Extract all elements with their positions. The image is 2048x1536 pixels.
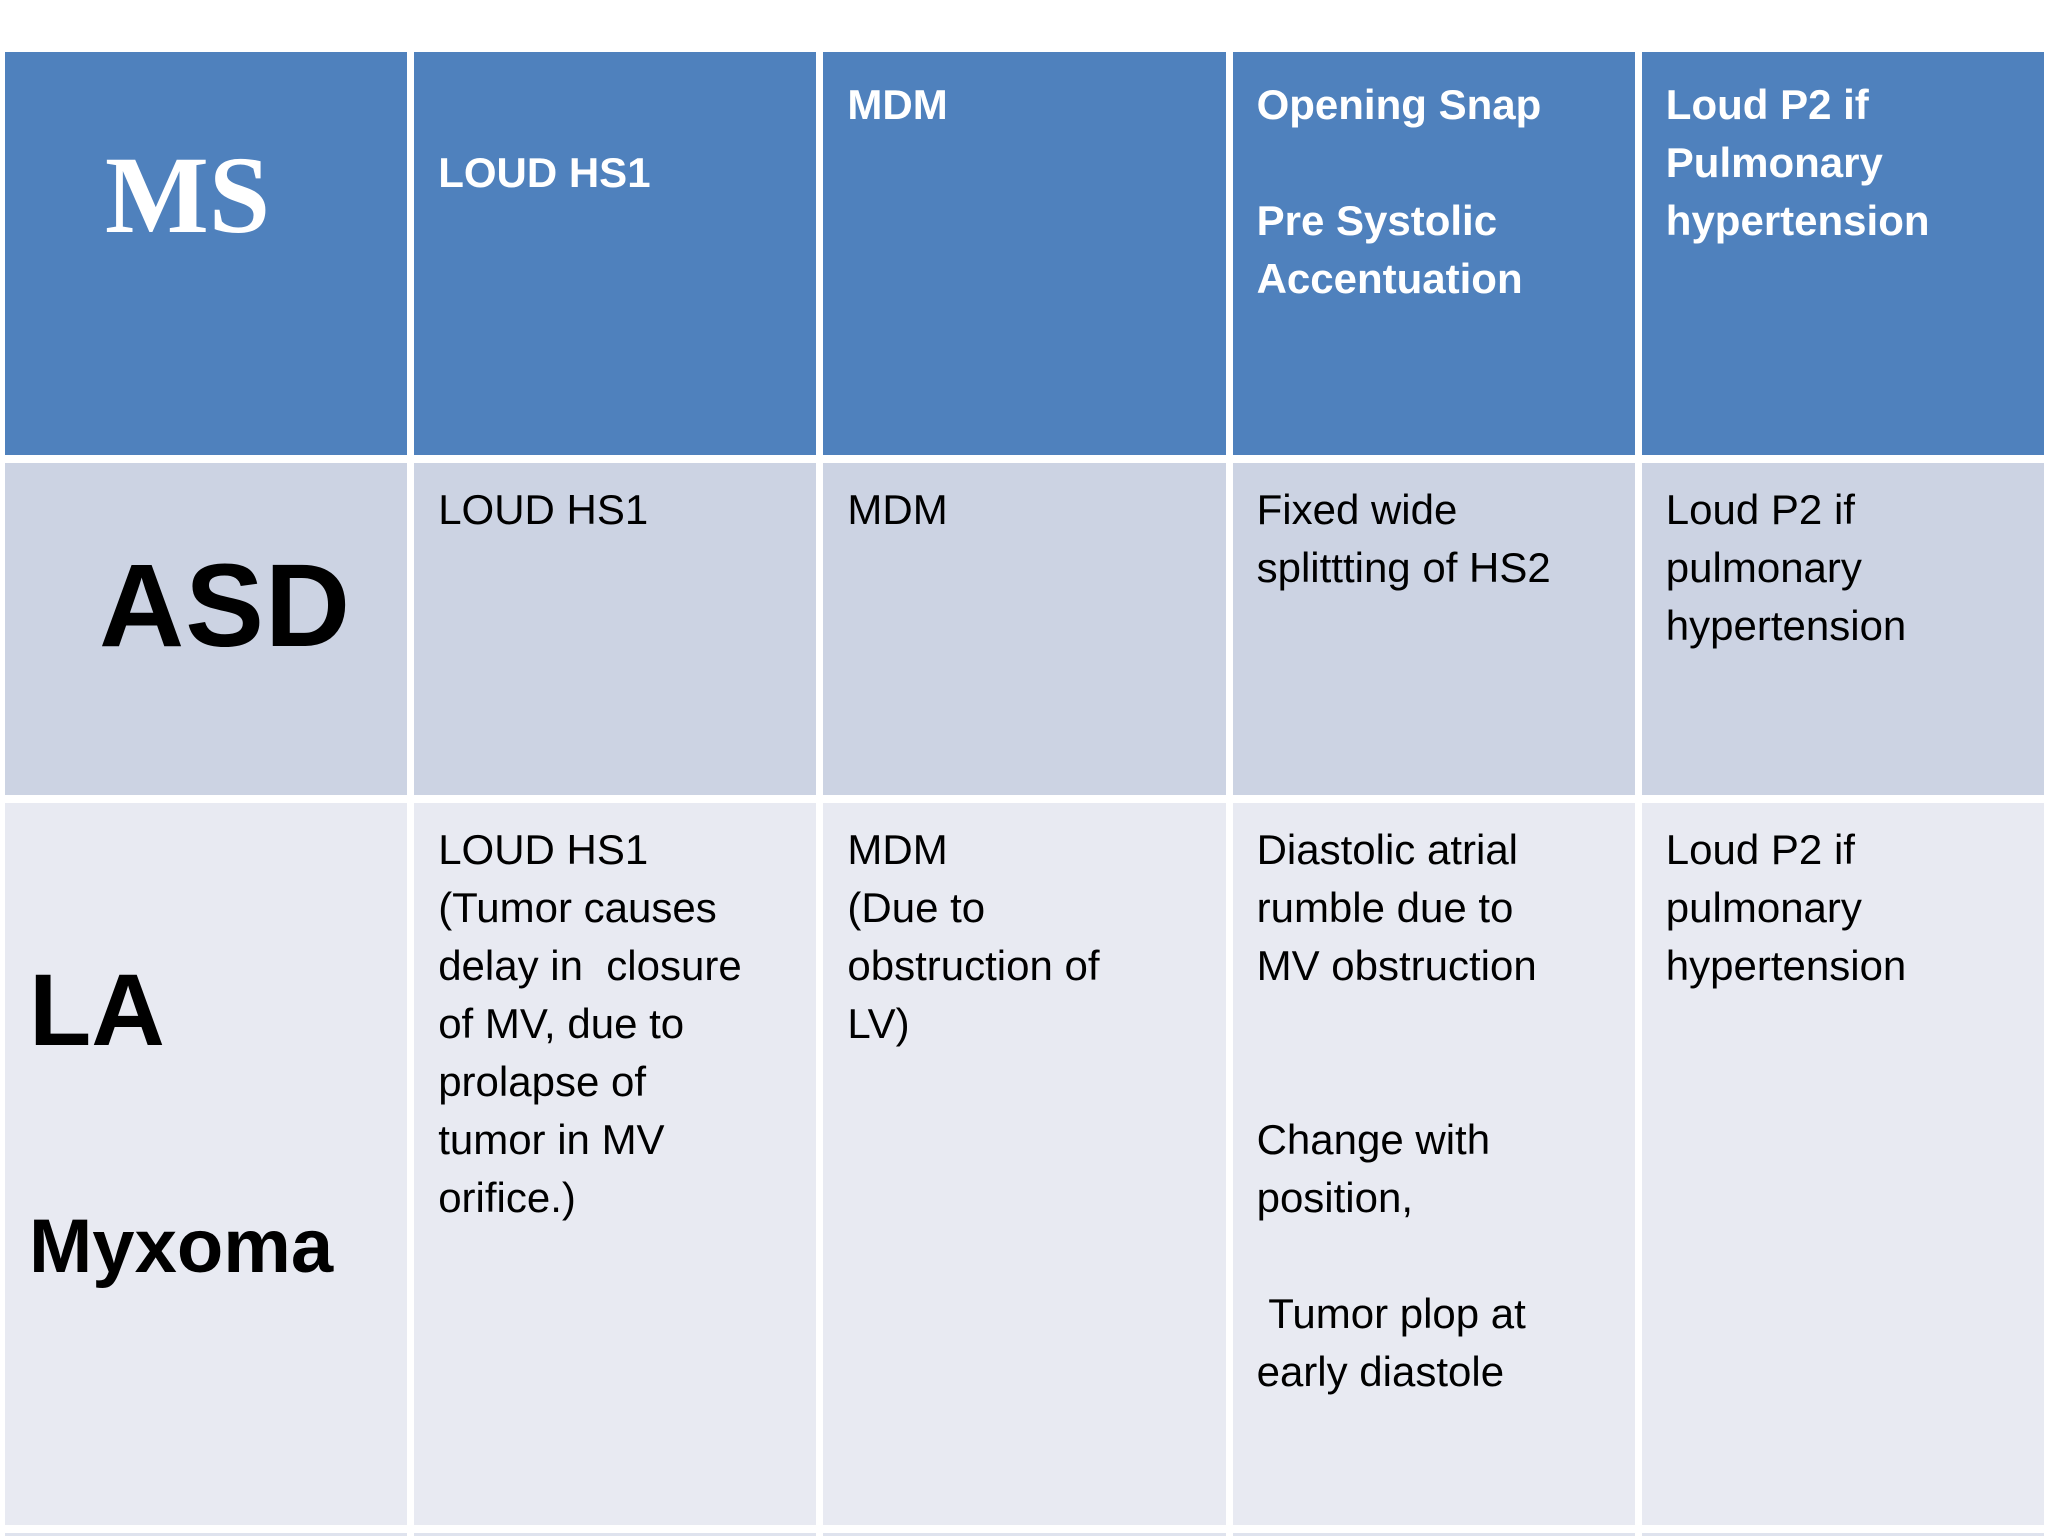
asd-cell-mdm: MDM [823,463,1226,795]
la-myxoma-cell-mdm: MDM (Due to obstruction of LV) [823,803,1226,1525]
header-cell-mdm: MDM [823,52,1226,455]
la-myxoma-cell-diastolic-rumble: Diastolic atrial rumble due to MV obstru… [1232,803,1635,1525]
la-myxoma-cell-loud-p2: Loud P2 if pulmonary hypertension [1641,803,2044,1525]
cutoff-row-cell [414,1533,817,1536]
row-la-myxoma-label: LA Myxoma [5,803,408,1525]
header-cell-ms: MS [5,52,408,455]
la-row-label-line1: LA [29,953,165,1067]
comparison-table: MS LOUD HS1 MDM Opening Snap Pre Systoli… [5,52,2044,1536]
cutoff-row-cell [823,1533,1226,1536]
asd-row-label: ASD [99,540,352,672]
header-cell-loud-hs1: LOUD HS1 [414,52,817,455]
asd-cell-loud-hs1: LOUD HS1 [414,463,817,795]
header-cell-loud-p2: Loud P2 if Pulmonary hypertension [1641,52,2044,455]
cutoff-row-cell [5,1533,408,1536]
asd-cell-fixed-wide-splitting: Fixed wide splittting of HS2 [1232,463,1635,795]
la-row-label-line2: Myxoma [29,1204,334,1289]
asd-cell-loud-p2: Loud P2 if pulmonary hypertension [1641,463,2044,795]
ms-row-label: MS [105,134,271,256]
row-asd-label: ASD [5,463,408,795]
cutoff-row-cell [1641,1533,2044,1536]
cutoff-row-cell [1232,1533,1635,1536]
la-myxoma-cell-loud-hs1: LOUD HS1 (Tumor causes delay in closure … [414,803,817,1525]
header-cell-opening-snap: Opening Snap Pre Systolic Accentuation [1232,52,1635,455]
